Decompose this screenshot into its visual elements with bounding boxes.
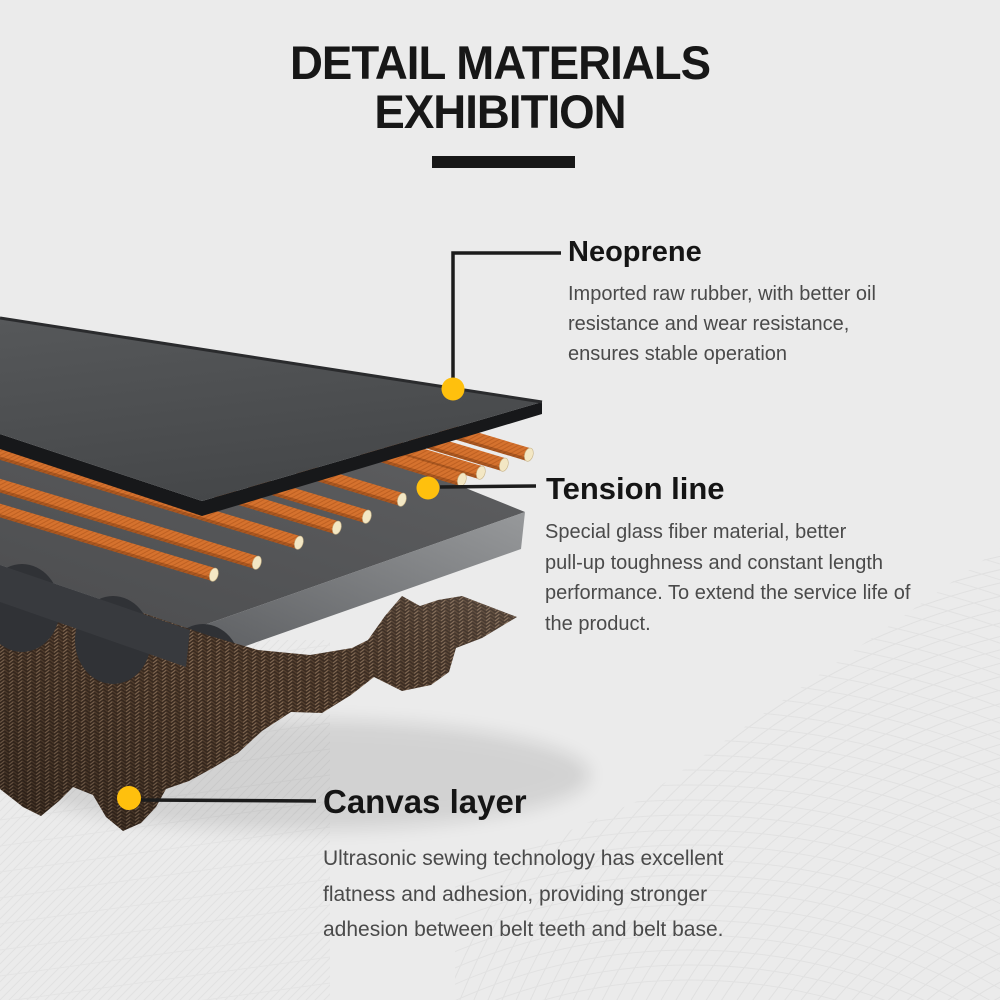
canvas-layer-description: Ultrasonic sewing technology has excelle… <box>323 847 724 941</box>
callout-markers <box>117 377 465 810</box>
sheet-top-face <box>0 318 542 501</box>
tension-line-description: Special glass fiber material, better pul… <box>545 521 911 635</box>
neoprene-description: Imported raw rubber, with better oil res… <box>568 283 876 365</box>
belt-teeth <box>0 564 190 684</box>
neoprene-heading: Neoprene <box>568 236 702 268</box>
canvas-layer-heading: Canvas layer <box>323 783 527 820</box>
tension-connector-line <box>439 484 537 489</box>
canvas-marker-dot <box>117 786 141 810</box>
sheet-thickness-edge <box>0 402 542 516</box>
canvas-connector-line <box>140 798 317 803</box>
page-title: DETAIL MATERIALS EXHIBITION <box>15 38 985 136</box>
title-underline-bar <box>432 156 575 168</box>
belt-front-face-overlay <box>0 565 190 667</box>
neoprene-connector-line <box>451 251 561 389</box>
neoprene-marker-dot <box>441 377 465 401</box>
page-title-line1: DETAIL MATERIALS <box>289 36 711 89</box>
page-title-line2: EXHIBITION <box>374 85 626 138</box>
callout-connectors <box>140 251 561 803</box>
belt-end-face <box>186 512 525 667</box>
tension-marker-dot <box>416 476 440 500</box>
tension-line-heading: Tension line <box>546 471 725 506</box>
